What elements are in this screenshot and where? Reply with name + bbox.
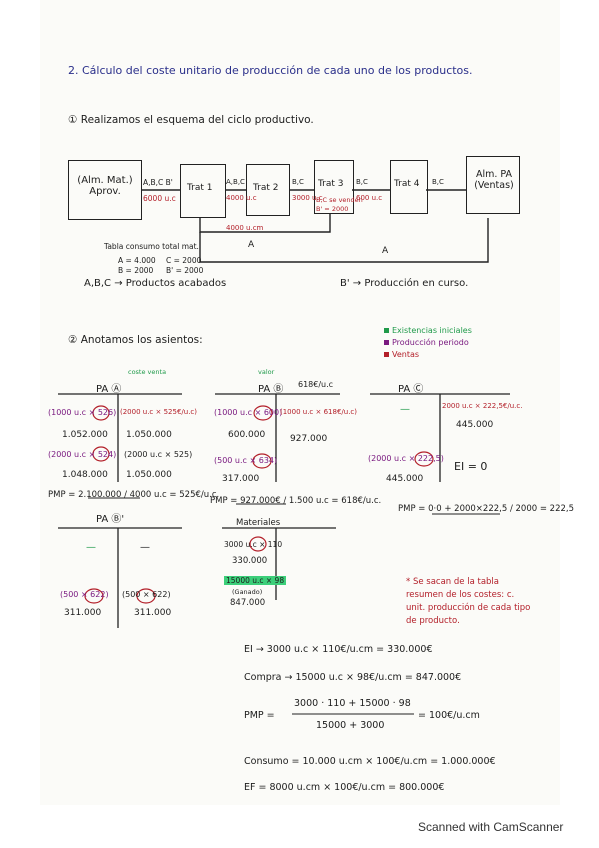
pa-a-right-3: (2000 u.c × 525)	[124, 450, 193, 459]
section2-heading: ② Anotamos los asientos:	[68, 334, 203, 346]
materiales-title: Materiales	[236, 518, 281, 528]
label-abc2: A,B,C	[226, 178, 245, 186]
pa-c-left-3: 445.000	[386, 474, 424, 484]
note-tabla-resumen: * Se sacan de la tabla resumen de los co…	[406, 577, 531, 626]
label-a1: A	[248, 240, 255, 250]
pa-a-note: coste venta	[128, 368, 167, 376]
pa-c-left-2: (2000 u.c × 222,5)	[368, 454, 444, 463]
pa-b-left-1: (1000 u.c × 600)	[214, 408, 283, 417]
pa-b-right-1: (1000 u.c × 618€/u.c)	[280, 408, 358, 416]
pa-c-ei: EI = 0	[454, 460, 488, 473]
pa-b-left-4: 317.000	[222, 474, 260, 484]
key-existencias: Existencias iniciales	[384, 326, 472, 335]
pa-c-left-1: —	[400, 404, 410, 415]
materiales-item-5: 847.000	[230, 598, 266, 608]
pa-bprime-title: PA Ⓑ'	[96, 514, 125, 525]
calc-pmp-den: 15000 + 3000	[316, 720, 385, 731]
pa-bprime-right-1: —	[140, 542, 150, 553]
box-trat4: Trat 4	[390, 160, 428, 214]
label-bc-se-venden: B,C se venden	[316, 196, 363, 204]
calc-ei: EI → 3000 u.c × 110€/u.cm = 330.000€	[244, 644, 433, 655]
tabla-bprime: B' = 2000	[166, 266, 204, 275]
scanned-page	[40, 0, 560, 805]
pa-bprime-left-2: (500 × 622)	[60, 590, 109, 599]
pa-bprime-right-2: (500 × 622)	[122, 590, 171, 599]
pa-b-right-2: 927.000	[290, 434, 328, 444]
pa-a-pmp: PMP = 2.100.000 / 4000 u.c = 525€/u.c.	[48, 490, 220, 500]
tabla-c: C = 2000	[166, 256, 202, 265]
pa-b-left-2: 600.000	[228, 430, 266, 440]
label-600: 600 u.c	[356, 194, 383, 202]
calc-pmp-num: 3000 · 110 + 15000 · 98	[294, 698, 411, 709]
pa-c-title: PA Ⓒ	[398, 384, 424, 395]
scanner-watermark: Scanned with CamScanner	[418, 820, 564, 834]
key-square-green	[384, 328, 389, 333]
box-trat1: Trat 1	[180, 164, 226, 218]
pa-a-left-4: 1.048.000	[62, 470, 108, 480]
box-alm-pa: Alm. PA (Ventas)	[466, 156, 520, 214]
label-bc2: B,C	[356, 178, 368, 186]
legend-bprime: B' → Producción en curso.	[340, 278, 469, 289]
label-bc3: B,C	[432, 178, 444, 186]
label-6000: 6000 u.c	[143, 194, 176, 203]
tabla-a: A = 4.000	[118, 256, 156, 265]
key-ventas: Ventas	[384, 350, 419, 359]
label-bprime-2000: B' = 2000	[316, 205, 349, 213]
calc-ef: EF = 8000 u.cm × 100€/u.cm = 800.000€	[244, 782, 445, 793]
calc-consumo: Consumo = 10.000 u.cm × 100€/u.cm = 1.00…	[244, 756, 496, 767]
box-trat3: Trat 3	[314, 160, 354, 214]
pa-a-right-4: 1.050.000	[126, 470, 172, 480]
key-ventas-text: Ventas	[392, 350, 420, 359]
label-a2: A	[382, 246, 389, 256]
pa-bprime-left-3: 311.000	[64, 608, 102, 618]
box-alm-mat: (Alm. Mat.) Aprov.	[68, 160, 142, 220]
materiales-item-4: (Ganado)	[232, 588, 263, 596]
pa-a-left-2: 1.052.000	[62, 430, 108, 440]
tabla-b: B = 2000	[118, 266, 154, 275]
box-trat3-label: Trat 3	[318, 179, 344, 189]
key-square-red	[384, 352, 389, 357]
label-4000cm: 4000 u.cm	[226, 224, 264, 232]
pa-a-title: PA Ⓐ	[96, 384, 122, 395]
key-produccion-text: Producción periodo	[392, 338, 469, 347]
box-trat1-label: Trat 1	[187, 183, 213, 193]
pa-b-left-3: (500 u.c × 634)	[214, 456, 278, 465]
box-alm-pa-label: Alm. PA (Ventas)	[474, 169, 514, 191]
pa-a-right-2: 1.050.000	[126, 430, 172, 440]
pa-c-right-1: 2000 u.c × 222,5€/u.c.	[442, 402, 523, 410]
key-produccion: Producción periodo	[384, 338, 469, 347]
pa-b-right-3: 618€/u.c	[298, 380, 334, 389]
materiales-item-3: 15000 u.c × 98	[224, 576, 287, 585]
calc-pmp-label: PMP =	[244, 710, 275, 721]
pa-bprime-right-3: 311.000	[134, 608, 172, 618]
key-square-purple	[384, 340, 389, 345]
legend-abc: A,B,C → Productos acabados	[84, 278, 227, 289]
box-trat2: Trat 2	[246, 164, 290, 216]
page-title: 2. Cálculo del coste unitario de producc…	[68, 64, 473, 77]
materiales-item-2: 330.000	[232, 556, 268, 566]
box-alm-mat-label: (Alm. Mat.) Aprov.	[77, 175, 133, 197]
calc-compra: Compra → 15000 u.c × 98€/u.cm = 847.000€	[244, 672, 462, 683]
label-abc-bprime: A,B,C B'	[143, 178, 173, 187]
pa-a-left-3: (2000 u.c × 524)	[48, 450, 117, 459]
section1-heading: ① Realizamos el esquema del ciclo produc…	[68, 114, 314, 126]
pa-b-pmp: PMP = 927.000€ / 1.500 u.c = 618€/u.c.	[210, 496, 382, 506]
pa-bprime-left-1: —	[86, 542, 96, 553]
key-existencias-text: Existencias iniciales	[392, 326, 472, 335]
label-3000: 3000 u.c	[292, 194, 323, 202]
calc-pmp-result: = 100€/u.cm	[418, 710, 480, 721]
label-4000: 4000 u.c	[226, 194, 257, 202]
pa-b-title: PA Ⓑ	[258, 384, 284, 395]
pa-a-left-1: (1000 u.c × 526)	[48, 408, 117, 417]
pa-a-right-1: (2000 u.c × 525€/u.c)	[120, 408, 198, 416]
tabla-title: Tabla consumo total mat.	[104, 242, 199, 251]
pa-c-pmp: PMP = 0·0 + 2000×222,5 / 2000 = 222,5	[398, 504, 575, 514]
pa-b-note: valor	[258, 368, 275, 376]
box-trat4-label: Trat 4	[394, 179, 420, 189]
pa-c-right-2: 445.000	[456, 420, 494, 430]
box-trat2-label: Trat 2	[253, 183, 279, 193]
materiales-item-1: 3000 u.c × 110	[224, 540, 283, 549]
label-bc: B,C	[292, 178, 304, 186]
